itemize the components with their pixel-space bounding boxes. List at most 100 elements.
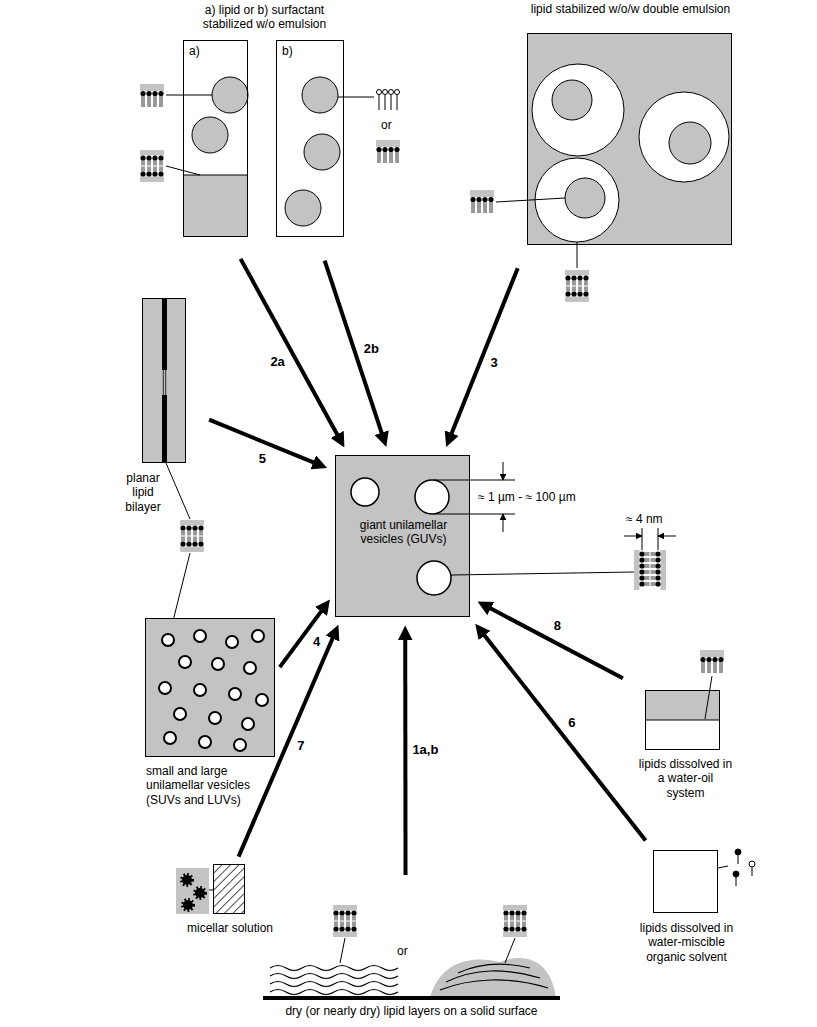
solid-surface: dry (or nearly dry) lipid layers on a so… <box>263 900 560 1000</box>
dimension-label: ≈ 1 µm - ≈ 100 µm <box>478 490 576 504</box>
step-number: 7 <box>297 738 304 754</box>
giant-vesicles <box>335 455 470 617</box>
small-vesicles <box>162 634 174 646</box>
double-emulsion <box>527 33 732 245</box>
dissolved-lipids <box>738 855 739 864</box>
small-vesicles <box>252 630 264 642</box>
dry-lipid-layers <box>505 938 515 963</box>
w-o-emulsion-b <box>376 140 400 163</box>
emulsion-box: a) lipid or b) surfactant stabilized w/o… <box>183 40 248 237</box>
dimension-lines <box>642 528 643 550</box>
water-oil-system <box>645 720 720 721</box>
vesicle-box: small and large unilamellar vesicles (SU… <box>145 618 275 757</box>
step-number: 5 <box>259 451 266 467</box>
process-arrow <box>403 639 407 875</box>
step-number: 8 <box>554 618 561 634</box>
giant-vesicles <box>417 561 451 595</box>
double-emulsion <box>577 242 578 268</box>
w-o-emulsion-b <box>285 77 400 226</box>
planar-bilayer-cell <box>162 395 167 463</box>
micelles <box>195 888 205 898</box>
dry-lipid-layers <box>440 964 548 990</box>
dry-lipid-layers <box>270 982 398 987</box>
double-emulsion <box>639 92 729 182</box>
guv-box: giant unilamellar vesicles (GUVs) <box>335 455 470 617</box>
dimension-lines <box>503 462 504 480</box>
panel-caption: planar lipid bilayer <box>117 471 169 514</box>
dimension-lines <box>658 528 659 550</box>
step-number: 1a,b <box>412 742 438 758</box>
w-o-emulsion-a <box>183 175 248 176</box>
dry-lipid-layers <box>270 966 398 995</box>
panel-caption: lipid stabilized w/o/w double emulsion <box>523 2 738 16</box>
small-vesicles <box>194 630 206 642</box>
giant-vesicles <box>351 478 379 506</box>
double-emulsion <box>496 198 565 202</box>
small-vesicles <box>159 682 171 694</box>
small-vesicles <box>199 736 211 748</box>
dry-lipid-layers <box>333 905 357 937</box>
water-oil-system <box>645 650 724 720</box>
water-oil-system <box>705 676 712 719</box>
planar-bilayer-cell <box>142 298 186 463</box>
micelle-box: micellar solution <box>213 864 245 914</box>
or-label: or <box>397 944 408 958</box>
giant-vesicles <box>335 455 470 617</box>
dissolved-lipids <box>736 877 737 886</box>
dissolved-lipids <box>735 849 741 855</box>
small-vesicles <box>244 662 256 674</box>
micelles <box>182 875 205 910</box>
dissolved-lipids <box>733 871 739 877</box>
planar-bilayer-cell <box>166 463 190 519</box>
dimension-lines <box>451 572 634 575</box>
giant-vesicles <box>415 480 449 514</box>
micelles <box>176 864 245 914</box>
small-vesicles <box>242 718 254 730</box>
double-emulsion-box: lipid stabilized w/o/w double emulsion <box>527 33 732 245</box>
w-o-emulsion-a <box>140 84 164 107</box>
dry-lipid-layers <box>503 905 527 937</box>
double-emulsion <box>669 122 711 164</box>
double-emulsion <box>470 190 494 213</box>
step-number: 2b <box>364 341 379 357</box>
small-vesicles <box>145 618 275 757</box>
bilayer-box: planar lipid bilayer <box>142 298 186 463</box>
dry-lipid-layers <box>270 974 398 979</box>
small-vesicles <box>229 688 241 700</box>
w-o-emulsion-b <box>302 77 338 113</box>
step-number: 3 <box>491 355 498 371</box>
micelles <box>183 900 193 910</box>
dry-lipid-layers <box>440 980 548 990</box>
process-arrow <box>484 634 646 840</box>
panel-caption: lipids dissolved in water-miscible organ… <box>629 921 744 964</box>
small-vesicles <box>164 732 176 744</box>
dissolved-lipids <box>752 867 753 876</box>
panel-letter: a) <box>189 44 200 58</box>
small-vesicles <box>234 739 246 751</box>
micelles <box>213 864 245 914</box>
process-arrow <box>241 259 338 436</box>
dry-lipid-layers <box>270 990 398 995</box>
w-o-emulsion-a <box>166 95 212 96</box>
small-vesicles <box>145 618 275 757</box>
small-vesicles <box>226 636 238 648</box>
dry-lipid-layers <box>270 905 556 998</box>
or-label: or <box>381 118 392 132</box>
step-number: 6 <box>568 715 575 731</box>
panel-letter: b) <box>282 44 293 58</box>
w-o-emulsion-b <box>377 90 400 111</box>
step-number: 2a <box>270 354 284 370</box>
planar-bilayer-cell <box>163 370 164 395</box>
water-oil-system <box>700 650 724 673</box>
solvent-box: lipids dissolved in water-miscible organ… <box>653 850 718 913</box>
double-emulsion <box>552 80 592 120</box>
micelles <box>182 875 192 885</box>
emulsion-box: b) <box>276 40 344 237</box>
small-vesicles <box>256 694 268 706</box>
process-arrow <box>451 268 518 434</box>
small-vesicles <box>212 658 224 670</box>
dissolved-lipids <box>718 849 755 886</box>
